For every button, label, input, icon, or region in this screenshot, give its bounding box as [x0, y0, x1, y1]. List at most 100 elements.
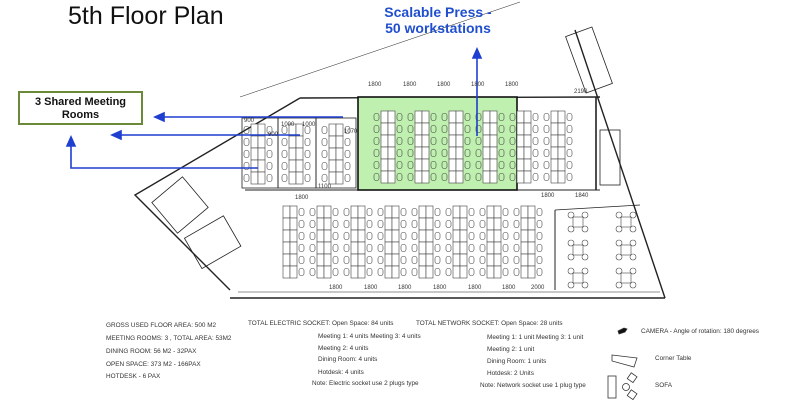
desk — [425, 217, 434, 231]
chair — [502, 220, 509, 228]
desk-cluster — [309, 205, 339, 279]
dim-label: 1840 — [575, 193, 589, 199]
desk — [448, 122, 457, 136]
desk — [550, 170, 559, 184]
desk — [257, 159, 266, 173]
desk — [323, 229, 332, 243]
chair — [309, 208, 316, 216]
chair — [298, 244, 305, 252]
chair — [266, 150, 273, 158]
desk — [527, 253, 536, 267]
chair — [343, 208, 350, 216]
chair — [332, 256, 339, 264]
chair — [567, 239, 575, 247]
chair — [411, 208, 418, 216]
desk — [357, 265, 366, 279]
desk — [316, 217, 325, 231]
chair — [344, 126, 351, 134]
chair — [581, 225, 589, 233]
desk — [527, 241, 536, 255]
desk — [380, 158, 389, 172]
dining-tables — [567, 211, 637, 289]
desk — [452, 217, 461, 231]
chair — [532, 125, 539, 133]
desk — [493, 253, 502, 267]
chair — [543, 137, 550, 145]
desk — [282, 253, 291, 267]
desk — [448, 110, 457, 124]
chair — [298, 208, 305, 216]
press-line-1: Scalable Press - — [384, 4, 492, 20]
dim-label: 1800 — [398, 285, 412, 291]
dim-label: 1800 — [364, 285, 378, 291]
dining-table — [615, 211, 637, 233]
chair — [298, 256, 305, 264]
dining-table — [615, 267, 637, 289]
desk — [391, 205, 400, 219]
chair — [430, 137, 437, 145]
chair — [373, 113, 380, 121]
camera-icon — [617, 327, 628, 335]
dim-label: 1800 — [329, 285, 343, 291]
desk — [482, 146, 491, 160]
desk-cluster — [513, 205, 543, 279]
desk — [421, 146, 430, 160]
chair — [513, 256, 520, 264]
chair — [513, 220, 520, 228]
dining-table — [615, 239, 637, 261]
desk — [250, 159, 259, 173]
desk — [452, 265, 461, 279]
chair — [430, 113, 437, 121]
chair — [615, 281, 623, 289]
chair — [434, 220, 441, 228]
area-open-space: OPEN SPACE: 373 M2 - 166PAX — [106, 361, 201, 368]
chair — [344, 162, 351, 170]
chair — [629, 239, 637, 247]
dim-label: 1800 — [468, 285, 482, 291]
dim-label: 2190 — [574, 89, 588, 95]
chair — [411, 220, 418, 228]
chair — [400, 268, 407, 276]
desk-cluster — [543, 110, 573, 184]
desk — [516, 158, 525, 172]
desk — [328, 135, 337, 149]
desk — [448, 158, 457, 172]
chair — [396, 113, 403, 121]
chair — [441, 125, 448, 133]
chair — [532, 137, 539, 145]
chair — [445, 232, 452, 240]
area-meeting: MEETING ROOMS: 3 , TOTAL AREA: 53M2 — [106, 335, 232, 342]
desk — [387, 110, 396, 124]
desk — [335, 123, 344, 137]
chair — [479, 268, 486, 276]
chair — [309, 232, 316, 240]
desk — [250, 135, 259, 149]
chair — [434, 268, 441, 276]
chair — [468, 232, 475, 240]
area-dining: DINING ROOM: 56 M2 - 32PAX — [106, 348, 197, 355]
chair — [243, 138, 250, 146]
chair — [373, 161, 380, 169]
chair — [332, 232, 339, 240]
desk — [323, 253, 332, 267]
desk — [288, 147, 297, 161]
dim-label: 1800 — [541, 193, 555, 199]
desk — [316, 253, 325, 267]
desk — [380, 122, 389, 136]
desk — [455, 146, 464, 160]
legend-corner-table: Corner Table — [655, 355, 692, 362]
chair — [475, 161, 482, 169]
desk — [448, 146, 457, 160]
desk — [414, 170, 423, 184]
chair — [567, 211, 575, 219]
chair — [464, 161, 471, 169]
chair — [566, 149, 573, 157]
desk — [425, 265, 434, 279]
chair — [615, 225, 623, 233]
chair — [377, 208, 384, 216]
desk — [452, 205, 461, 219]
chair — [536, 244, 543, 252]
chair — [502, 268, 509, 276]
chair — [434, 256, 441, 264]
chair — [266, 126, 273, 134]
